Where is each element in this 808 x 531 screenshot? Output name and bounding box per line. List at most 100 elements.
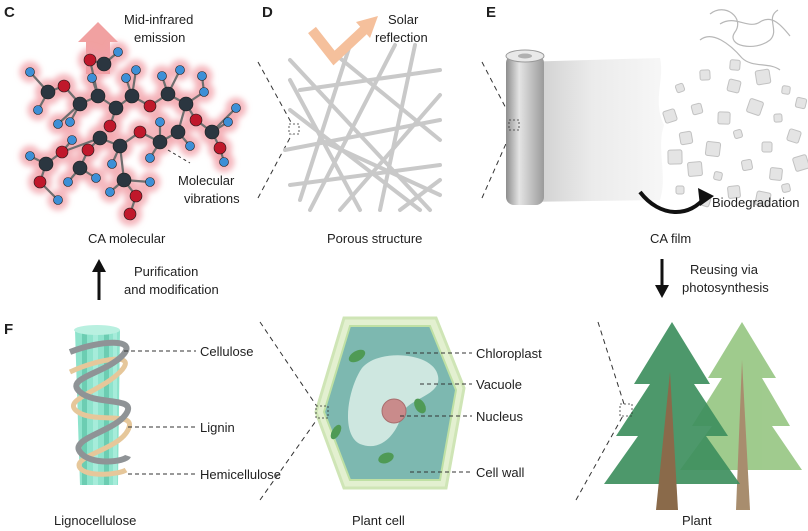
film-fragment bbox=[726, 78, 742, 94]
panel-plant: Plant bbox=[575, 321, 802, 528]
hydrogen-atom bbox=[231, 103, 241, 113]
oxygen-atom bbox=[213, 141, 227, 155]
film-fragment bbox=[773, 113, 783, 123]
caption-plant-cell: Plant cell bbox=[352, 513, 405, 528]
film-fragment bbox=[675, 185, 685, 195]
film-fragment bbox=[792, 154, 808, 172]
oxygen-atom bbox=[123, 207, 137, 221]
hydrogen-atom bbox=[145, 177, 155, 187]
reflection-label-line2: reflection bbox=[375, 30, 428, 45]
biodegradation-label: Biodegradation bbox=[712, 195, 799, 210]
zoom-line-top bbox=[597, 321, 625, 405]
zoom-box bbox=[315, 405, 329, 419]
carbon-atom bbox=[72, 160, 88, 176]
hydrogen-atom bbox=[63, 177, 73, 187]
zoom-line-bottom bbox=[575, 413, 625, 501]
panel-plant-cell: Chloroplast Vacuole Nucleus Cell wall Pl… bbox=[259, 316, 542, 528]
carbon-atom bbox=[204, 124, 220, 140]
hydrogen-atom bbox=[65, 117, 75, 127]
zoom-line-bottom bbox=[259, 417, 319, 501]
reflection-label-line1: Solar bbox=[388, 12, 419, 27]
film-fragment bbox=[781, 85, 791, 95]
hydrogen-atom bbox=[25, 67, 35, 77]
panel-letter-c: C bbox=[4, 4, 15, 21]
film-fragment bbox=[781, 183, 791, 193]
film-fragment bbox=[662, 108, 678, 124]
fiber-network bbox=[283, 43, 442, 212]
film-fragment bbox=[754, 68, 772, 86]
oxygen-atom bbox=[129, 189, 143, 203]
label-nucleus: Nucleus bbox=[476, 409, 523, 424]
film-sheet bbox=[520, 58, 664, 202]
film-fragment bbox=[674, 82, 686, 94]
carbon-atom bbox=[72, 96, 88, 112]
zoom-line-bottom bbox=[257, 133, 293, 199]
reflection-arrow bbox=[308, 16, 378, 66]
oxygen-atom bbox=[57, 79, 71, 93]
zoom-box bbox=[288, 123, 300, 135]
zoom-line-top bbox=[257, 61, 293, 125]
panel-c: C Mid-infrared emission Molecular vibrat… bbox=[4, 4, 247, 246]
film-fragment bbox=[729, 59, 741, 71]
hydrogen-atom bbox=[67, 135, 77, 145]
purification-arrow bbox=[92, 259, 106, 300]
film-fragment bbox=[740, 158, 754, 172]
film-roll bbox=[505, 49, 545, 205]
caption-ca-film: CA film bbox=[650, 231, 691, 246]
caption-ca-molecular: CA molecular bbox=[88, 231, 166, 246]
emission-label-line1: Mid-infrared bbox=[124, 12, 193, 27]
hydrogen-atom bbox=[121, 73, 131, 83]
carbon-atom bbox=[152, 134, 168, 150]
caption-lignocellulose: Lignocellulose bbox=[54, 513, 136, 528]
smoke bbox=[699, 9, 791, 71]
label-cell-wall: Cell wall bbox=[476, 465, 525, 480]
hydrogen-atom bbox=[113, 47, 123, 57]
hydrogen-atom bbox=[223, 117, 233, 127]
carbon-atom bbox=[38, 156, 54, 172]
carbon-atom bbox=[116, 172, 132, 188]
film-fragments bbox=[662, 59, 808, 208]
panel-letter-d: D bbox=[262, 4, 273, 21]
film-fragment bbox=[690, 102, 704, 116]
purification-label-line2: and modification bbox=[124, 282, 219, 297]
film-fragment bbox=[794, 96, 808, 110]
film-fragment bbox=[717, 111, 731, 125]
vibrations-label-line2: vibrations bbox=[184, 191, 240, 206]
chloroplasts bbox=[330, 349, 426, 464]
label-hemicellulose: Hemicellulose bbox=[200, 467, 281, 482]
panel-letter-f: F bbox=[4, 321, 13, 338]
hydrogen-atom bbox=[197, 71, 207, 81]
purification-label-line1: Purification bbox=[134, 264, 198, 279]
zoom-line-top bbox=[259, 321, 319, 409]
oxygen-atom bbox=[189, 113, 203, 127]
carbon-atom bbox=[160, 86, 176, 102]
carbon-atom bbox=[108, 100, 124, 116]
oxygen-atom bbox=[103, 119, 117, 133]
carbon-atom bbox=[124, 88, 140, 104]
hydrogen-atom bbox=[33, 105, 43, 115]
hydrogen-atom bbox=[53, 195, 63, 205]
film-fragment bbox=[746, 98, 764, 116]
zoom-line-bottom bbox=[481, 129, 513, 199]
film-fragment bbox=[786, 128, 802, 144]
oxygen-atom bbox=[143, 99, 157, 113]
hydrogen-atom bbox=[105, 187, 115, 197]
hydrogen-atom bbox=[25, 151, 35, 161]
zoom-box bbox=[619, 403, 633, 417]
hydrogen-atom bbox=[199, 87, 209, 97]
film-fragment bbox=[687, 161, 703, 177]
hydrogen-atom bbox=[91, 173, 101, 183]
panel-d: D Solar reflection Porous structure bbox=[257, 4, 442, 246]
label-vacuole: Vacuole bbox=[476, 377, 522, 392]
hydrogen-atom bbox=[175, 65, 185, 75]
reusing-label-line2: photosynthesis bbox=[682, 280, 769, 295]
hydrogen-atom bbox=[53, 119, 63, 129]
hydrogen-atom bbox=[219, 157, 229, 167]
film-fragment bbox=[754, 190, 772, 208]
carbon-atom bbox=[178, 96, 194, 112]
reusing-arrow bbox=[655, 259, 669, 298]
oxygen-atom bbox=[83, 53, 97, 67]
lignocellulose-fiber bbox=[68, 325, 132, 485]
panel-f: F Cellulose Lignin Hemicellulose Lignoce… bbox=[4, 321, 281, 528]
hydrogen-atom bbox=[185, 141, 195, 151]
